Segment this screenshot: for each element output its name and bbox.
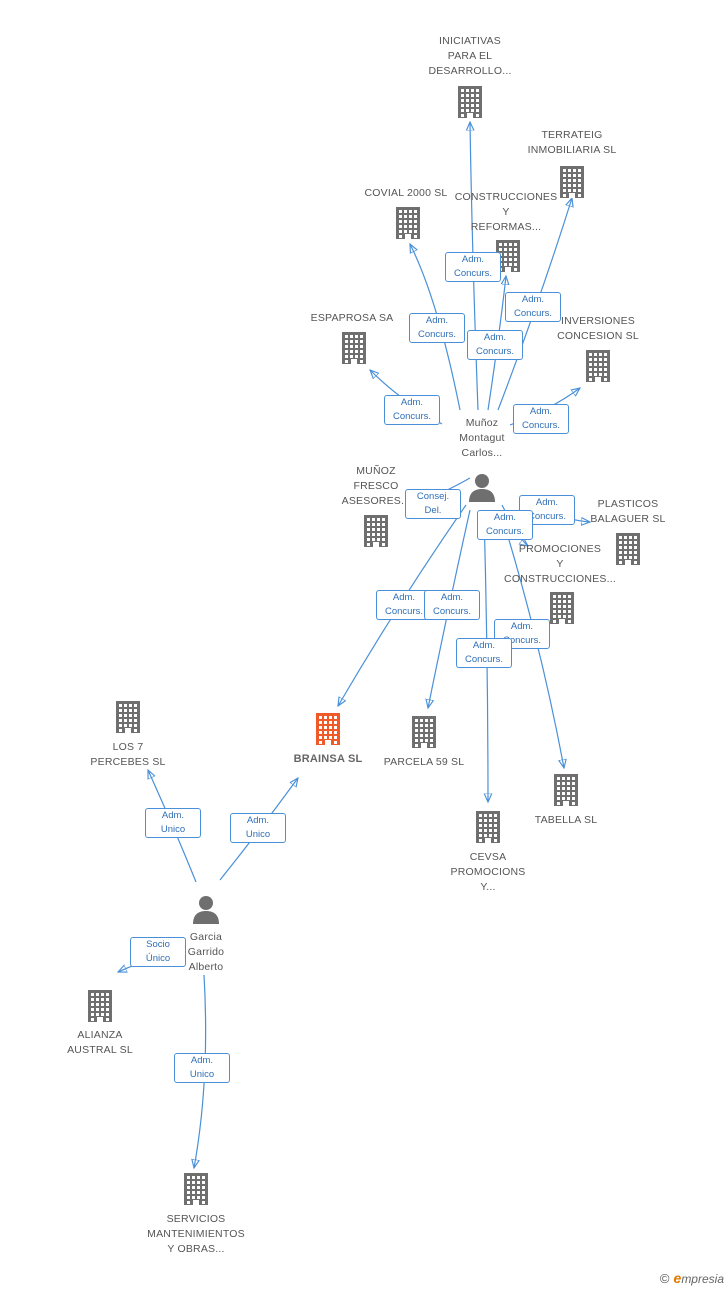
relation-tag: Socio Único — [130, 937, 186, 967]
node-label-text: CONSTRUCCIONES Y REFORMAS... — [454, 191, 558, 233]
node-label-terrateig[interactable]: TERRATEIG INMOBILIARIA SL — [502, 128, 642, 158]
building-icon[interactable] — [87, 990, 113, 1022]
building-icon[interactable] — [457, 86, 483, 118]
building-icon[interactable] — [615, 533, 641, 565]
node-label-construcciones_reformas[interactable]: CONSTRUCCIONES Y REFORMAS... — [436, 190, 576, 235]
person-icon[interactable] — [467, 472, 497, 502]
node-label-text: TERRATEIG INMOBILIARIA SL — [527, 129, 617, 156]
building-icon[interactable] — [395, 207, 421, 239]
node-label-text: INICIATIVAS PARA EL DESARROLLO... — [428, 35, 512, 77]
building-icon[interactable] — [183, 1173, 209, 1205]
node-label-esparosa[interactable]: ESPAPROSA SA — [282, 311, 422, 326]
building-icon[interactable] — [585, 350, 611, 382]
node-label-text: Muñoz Montagut Carlos... — [459, 417, 505, 459]
node-label-text: Garcia Garrido Alberto — [187, 931, 225, 973]
node-label-inversiones[interactable]: INVERSIONES CONCESION SL — [528, 314, 668, 344]
relation-tag: Adm. Concurs. — [456, 638, 512, 668]
building-icon[interactable] — [341, 332, 367, 364]
node-label-promociones[interactable]: PROMOCIONES Y CONSTRUCCIONES... — [490, 542, 630, 587]
node-label-text: INVERSIONES CONCESION SL — [557, 315, 639, 342]
node-label-text: TABELLA SL — [534, 814, 598, 826]
node-label-iniciativas[interactable]: INICIATIVAS PARA EL DESARROLLO... — [400, 34, 540, 79]
building-icon[interactable] — [411, 716, 437, 748]
relation-tag: Adm. Concurs. — [376, 590, 432, 620]
node-label-text: COVIAL 2000 SL — [364, 187, 448, 199]
relation-tag: Adm. Concurs. — [445, 252, 501, 282]
node-label-text: PLASTICOS BALAGUER SL — [590, 498, 666, 525]
node-label-text: ALIANZA AUSTRAL SL — [67, 1029, 133, 1056]
focus-building-icon[interactable] — [315, 713, 341, 745]
relation-tag: Adm. Concurs. — [505, 292, 561, 322]
node-label-los7[interactable]: LOS 7 PERCEBES SL — [58, 740, 198, 770]
brand-name: empresia — [674, 1270, 724, 1286]
relation-tag: Adm. Concurs. — [467, 330, 523, 360]
relation-tag: Adm. Concurs. — [384, 395, 440, 425]
node-label-plasticos[interactable]: PLASTICOS BALAGUER SL — [558, 497, 698, 527]
node-label-cevsa[interactable]: CEVSA PROMOCIONS Y... — [418, 850, 558, 895]
node-label-text: PARCELA 59 SL — [383, 756, 465, 768]
relation-tag: Consej. Del. — [405, 489, 461, 519]
node-label-brainsa[interactable]: BRAINSA SL — [258, 752, 398, 767]
node-label-text: PROMOCIONES Y CONSTRUCCIONES... — [504, 543, 616, 585]
building-icon[interactable] — [549, 592, 575, 624]
relation-tag: Adm. Unico — [174, 1053, 230, 1083]
relation-tag: Adm. Concurs. — [424, 590, 480, 620]
node-label-covial[interactable]: COVIAL 2000 SL — [336, 186, 476, 201]
building-icon[interactable] — [475, 811, 501, 843]
node-label-munoz_fresco[interactable]: MUÑOZ FRESCO ASESORES... — [306, 464, 446, 509]
node-label-alianza[interactable]: ALIANZA AUSTRAL SL — [30, 1028, 170, 1058]
building-icon[interactable] — [559, 166, 585, 198]
brand-name-rest: mpresia — [681, 1272, 724, 1286]
relation-tag: Adm. Concurs. — [409, 313, 465, 343]
brand-logo: © empresia — [660, 1270, 724, 1286]
node-label-servicios[interactable]: SERVICIOS MANTENIMIENTOS Y OBRAS... — [126, 1212, 266, 1257]
building-icon[interactable] — [553, 774, 579, 806]
node-label-text: ESPAPROSA SA — [310, 312, 394, 324]
node-label-parcela[interactable]: PARCELA 59 SL — [354, 755, 494, 770]
copyright-symbol: © — [659, 1270, 670, 1286]
building-icon[interactable] — [363, 515, 389, 547]
node-label-munoz_montagut[interactable]: Muñoz Montagut Carlos... — [412, 416, 552, 461]
relation-tag: Adm. Unico — [145, 808, 201, 838]
node-label-text: SERVICIOS MANTENIMIENTOS Y OBRAS... — [147, 1213, 245, 1255]
brand-initial: e — [673, 1270, 682, 1286]
relation-tag: Adm. Concurs. — [513, 404, 569, 434]
building-icon[interactable] — [115, 701, 141, 733]
node-label-garcia[interactable]: Garcia Garrido Alberto — [136, 930, 276, 975]
person-icon[interactable] — [191, 894, 221, 924]
node-label-text: LOS 7 PERCEBES SL — [90, 741, 166, 768]
node-label-text: CEVSA PROMOCIONS Y... — [450, 851, 526, 893]
node-label-text: MUÑOZ FRESCO ASESORES... — [341, 465, 411, 507]
node-label-text: BRAINSA SL — [293, 753, 363, 765]
relation-tag: Adm. Concurs. — [477, 510, 533, 540]
relation-tag: Adm. Unico — [230, 813, 286, 843]
node-label-tabella[interactable]: TABELLA SL — [496, 813, 636, 828]
